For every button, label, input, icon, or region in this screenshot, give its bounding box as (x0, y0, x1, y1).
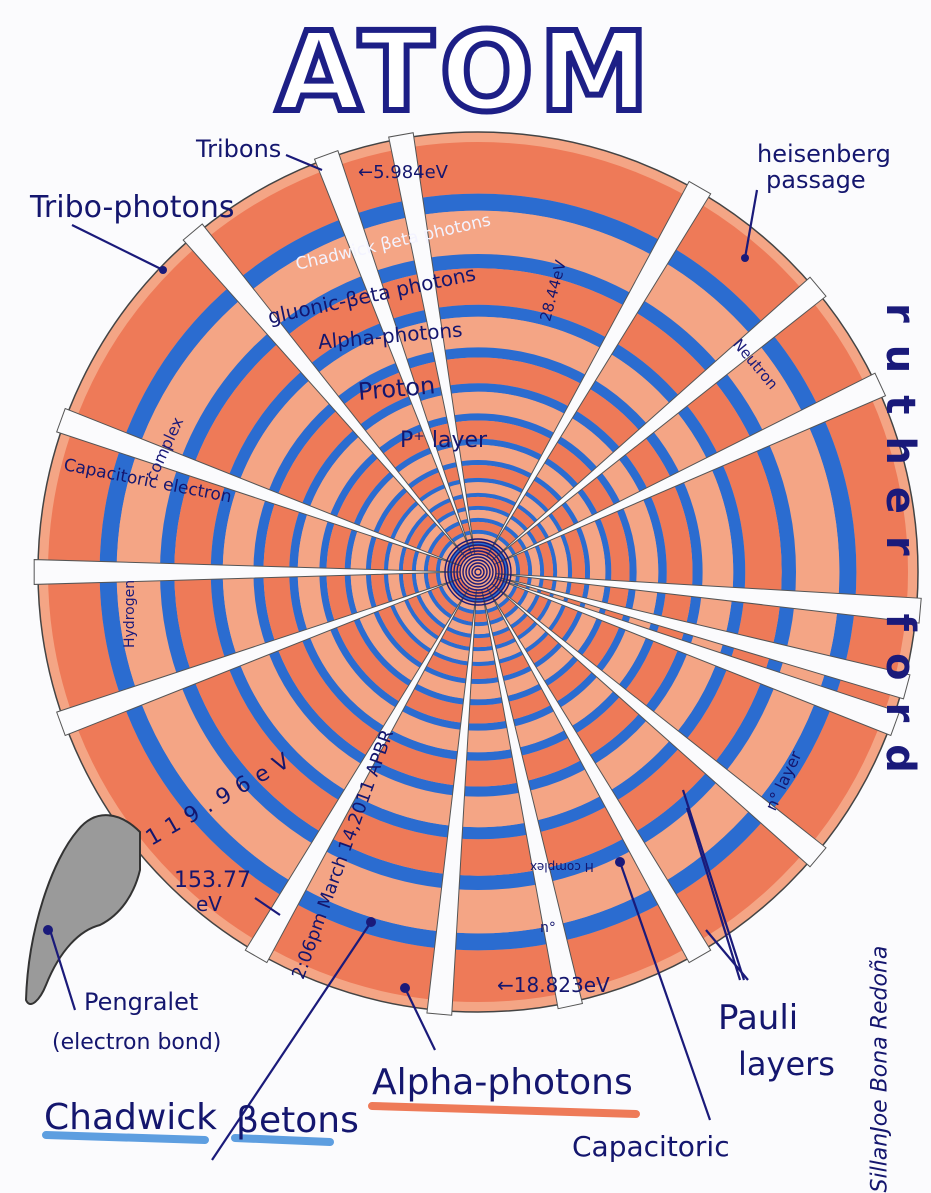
tribo-photons-label: Tribo-photons (30, 190, 235, 225)
radial-gap (491, 276, 827, 561)
underline-strokes (42, 1102, 640, 1146)
n-deg-label: n° (540, 920, 556, 936)
betons-label: βetons (236, 1100, 359, 1141)
nucleus-ring (465, 559, 491, 585)
nucleus-ring (444, 538, 512, 606)
p-layer-label: P⁺ layer (400, 428, 488, 453)
signature: SillanJoe Bona Redoña (867, 945, 893, 1193)
nucleus-ring (474, 568, 482, 576)
energy-153-label: 153.77 (174, 868, 251, 893)
radial-gap (491, 583, 827, 868)
radial-gap (495, 576, 911, 700)
radial-gaps (33, 132, 922, 1016)
nucleus-ring (450, 544, 506, 600)
pointer-lines (48, 153, 759, 1161)
h-complex-label: H complex (530, 860, 594, 874)
radial-gap (481, 589, 584, 1010)
layers-label: layers (738, 1045, 835, 1083)
nucleus-ring (468, 562, 488, 582)
nucleus-ring (456, 550, 500, 594)
radial-gap (56, 407, 462, 567)
capacitoric-label: Capacitoric (572, 1130, 730, 1163)
radial-gap (56, 577, 462, 737)
tribons-label: Tribons (196, 135, 282, 163)
nucleus-ring (459, 553, 497, 591)
tribons-energy-label: ←5.984eV (358, 162, 448, 183)
pengralet-shape (24, 814, 141, 1005)
radial-gap (495, 573, 922, 624)
passage-label: passage (766, 166, 866, 194)
radial-gap (494, 577, 900, 737)
nucleus-ring (462, 556, 494, 588)
pointer-dots (43, 254, 749, 993)
nucleus-ring (453, 547, 503, 597)
radial-gap (33, 559, 461, 585)
radial-gap (182, 223, 467, 559)
radial-gap (388, 132, 476, 555)
pauli-label: Pauli (718, 998, 799, 1038)
nucleus-ring (471, 565, 485, 579)
pengralet-label: Pengralet (84, 988, 199, 1016)
nucleus-ring (447, 541, 509, 603)
radial-gap (486, 180, 712, 557)
hydrogen-label: Hydrogen (122, 579, 138, 648)
radial-gap (494, 372, 887, 565)
radial-gap (486, 587, 712, 964)
radial-gap (244, 587, 470, 964)
energy-18-label: ←18.823eV (497, 973, 610, 997)
radial-gap (426, 589, 477, 1016)
nucleus-swirl (444, 538, 512, 606)
alpha-photons-big-label: Alpha-photons (372, 1062, 633, 1103)
chadwick-label: Chadwick (44, 1097, 217, 1138)
energy-153-unit-label: eV (196, 892, 222, 916)
page-title: ATOM (273, 5, 655, 139)
heisenberg-label: heisenberg (757, 140, 891, 168)
rutherford-label: ruther ford (877, 303, 923, 795)
electron-bond-label: (electron bond) (52, 1030, 222, 1055)
radial-gap (313, 150, 473, 556)
